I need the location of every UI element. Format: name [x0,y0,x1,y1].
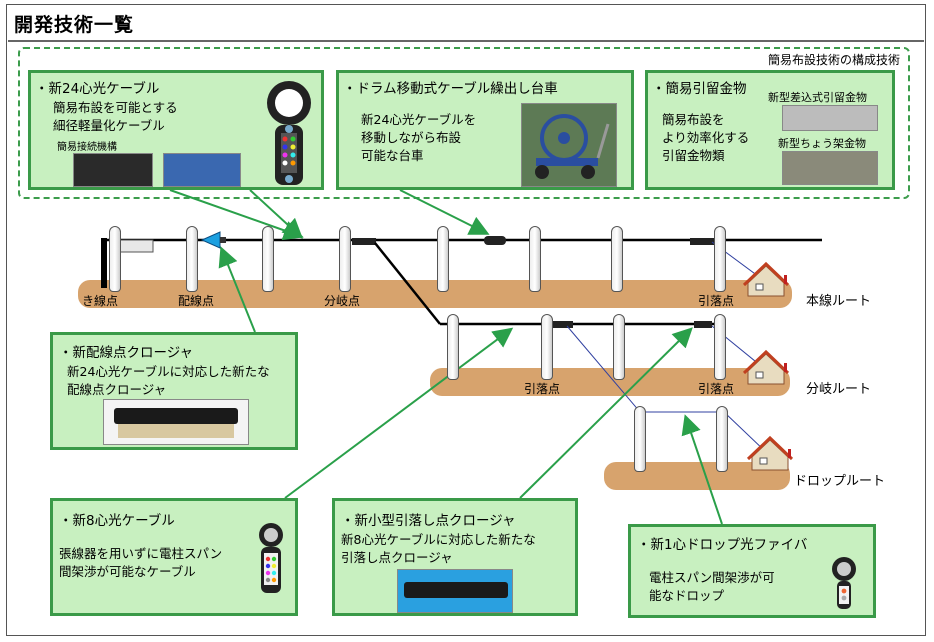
house-icon-branch [742,349,790,385]
house-icon-drop [746,435,794,471]
box-new-8-core-cable: ・新8心光ケーブル 張線器を用いずに電柱スパン 間架渉が可能なケーブル [50,498,298,616]
pole [186,226,198,292]
box-desc: 能なドロップ [649,588,725,603]
box-desc: 可能な台車 [361,148,424,163]
box-new-distribution-closure: ・新配線点クロージャ 新24心光ケーブルに対応した新たな 配線点クロージャ [50,332,298,450]
pole [714,226,726,292]
box-title: ・簡易引留金物 [652,81,747,97]
box-sub-label: 簡易接続機構 [57,142,117,153]
pole [529,226,541,292]
box-desc: 新8心光ケーブルに対応した新たな [341,532,536,547]
drum-marker [484,236,506,245]
box-desc: 電柱スパン間架渉が可 [649,570,775,585]
feeder-point-label: き線点 [82,294,119,308]
pole [611,226,623,292]
box-desc: より効率化する [662,130,750,145]
box-simple-anchor-hardware: ・簡易引留金物 簡易布設を より効率化する 引留金物類 新型差込式引留金物 新型… [645,70,895,190]
box-new-small-drop-closure: ・新小型引落し点クロージャ 新8心光ケーブルに対応した新たな 引落し点クロージャ [332,498,578,616]
drum-cart-icon [535,114,610,179]
page-title: 開発技術一覧 [14,14,135,36]
drop-closure-photo [397,569,513,613]
box-sub-label: 新型差込式引留金物 [768,91,867,104]
distribution-point-label: 配線点 [178,294,215,308]
box-desc: 新24心光ケーブルを [361,112,477,127]
box-desc: 簡易布設を [662,112,725,127]
drop-route-label: ドロップルート [794,474,886,489]
pole [447,314,459,380]
box-desc: 移動しながら布設 [361,130,462,145]
component-technologies-group: 簡易布設技術の構成技術 [18,47,910,199]
drum-cart-photo [521,103,617,187]
box-title: ・新配線点クロージャ [59,345,194,361]
box-title: ・ドラム移動式ケーブル繰出し台車 [343,81,558,97]
pole [109,226,121,292]
distribution-closure-icon [200,231,221,249]
box-desc: 張線器を用いずに電柱スパン [59,546,223,561]
branch-route-label: 分岐ルート [806,382,872,397]
box-desc: 細径軽量化ケーブル [53,118,165,133]
pole [339,226,351,292]
pole [716,406,728,472]
group-label: 簡易布設技術の構成技術 [767,53,900,67]
feeder-box [116,239,154,253]
box-new-24-core-cable: ・新24心光ケーブル 簡易布設を可能とする 細径軽量化ケーブル 簡易接続機構 [28,70,324,190]
box-drum-cable-cart: ・ドラム移動式ケーブル繰出し台車 新24心光ケーブルを 移動しながら布設 可能な… [336,70,634,190]
pole [541,314,553,380]
box-title: ・新1心ドロップ光ファイバ [637,537,808,553]
pole [262,226,274,292]
drop-point-label: 引落点 [524,382,561,396]
messenger-hardware-photo [782,151,878,185]
drop-point-label: 引落点 [698,294,735,308]
box-desc: 引留金物類 [662,148,725,163]
drop-closure-main [690,238,714,245]
box-desc: 引落し点クロージャ [341,550,453,565]
feeder-post [101,238,107,288]
pole [634,406,646,472]
distribution-closure-photo [103,399,249,445]
main-route-label: 本線ルート [806,294,872,309]
plug-anchor-photo [782,105,878,131]
pole [613,314,625,380]
pole [437,226,449,292]
cable-photo [163,153,241,187]
box-sub-label: 新型ちょう架金物 [778,137,866,150]
drop-fiber-cross-section-icon [832,557,856,609]
house-icon-main [742,261,790,297]
cable-cross-section-icon [259,523,283,593]
box-title: ・新8心光ケーブル [59,513,175,529]
box-desc: 簡易布設を可能とする [53,100,178,115]
box-new-1-core-drop-fiber: ・新1心ドロップ光ファイバ 電柱スパン間架渉が可 能なドロップ [628,524,876,618]
box-desc: 配線点クロージャ [67,382,167,397]
page-frame [6,4,926,636]
drop-point-label: 引落点 [698,382,735,396]
branch-route-ground [430,368,790,396]
title-divider [8,40,924,42]
box-desc: 新24心光ケーブルに対応した新たな [67,364,270,379]
pole [714,314,726,380]
cable-cross-section-icon [267,81,311,185]
connector-photo [73,153,153,187]
box-title: ・新小型引落し点クロージャ [341,513,516,529]
box-title: ・新24心光ケーブル [35,81,160,97]
branch-point-label: 分岐点 [324,294,361,308]
branch-closure [352,238,376,245]
box-desc: 間架渉が可能なケーブル [59,564,196,579]
